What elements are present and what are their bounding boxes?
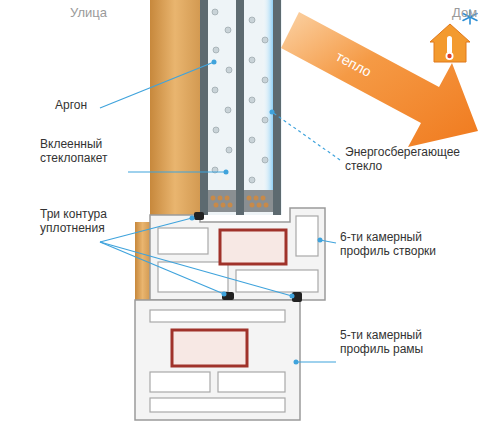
side-label: Улица: [70, 6, 107, 20]
spacer: [244, 190, 273, 212]
spacer: [208, 190, 236, 212]
leader-dots: [190, 60, 323, 365]
glass-pane: [273, 0, 281, 215]
glass-pane: [236, 0, 244, 215]
argon-bubbles: [212, 9, 268, 183]
frame-profile: [135, 300, 300, 420]
glass-pane: [200, 0, 208, 215]
steel-reinforcement: [172, 330, 247, 366]
part-label: 5-ти камерный профиль рамы: [340, 328, 455, 356]
frame-chambers: [150, 310, 285, 412]
part-label: 6-ти камерный профиль створки: [340, 230, 455, 258]
leader-lines: [100, 62, 340, 362]
part-label: Три контура уплотнения: [40, 207, 135, 235]
energy-coating: [262, 0, 273, 200]
wood-laminate: [150, 0, 200, 222]
steel-reinforcement: [220, 230, 286, 264]
heat-arrow: [281, 12, 478, 147]
glass-unit: [200, 0, 282, 215]
part-label: Энергосберегающее стекло: [345, 145, 485, 173]
part-label: Вклеенный стеклопакет: [40, 137, 135, 165]
part-label: Аргон: [55, 98, 87, 112]
side-label: Дом: [452, 6, 477, 20]
desiccant: [211, 196, 269, 208]
